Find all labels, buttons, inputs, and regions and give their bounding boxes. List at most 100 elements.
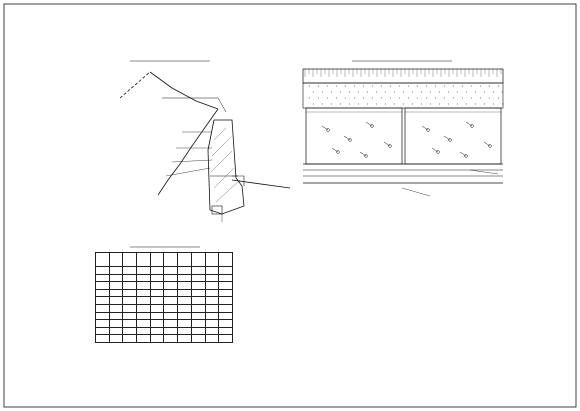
- backfill-dot: [344, 85, 346, 87]
- table-cell: [163, 281, 179, 290]
- backfill-dot: [308, 97, 310, 99]
- backfill-dot: [393, 91, 395, 93]
- weep-hole-leader: [321, 125, 329, 131]
- table-cell: [108, 303, 124, 313]
- weep-hole: [426, 128, 430, 132]
- ruler-ticks: [304, 69, 502, 77]
- table-cell: [122, 266, 138, 275]
- table-cell: [122, 273, 138, 283]
- table-cell: [177, 311, 192, 321]
- backfill-dot: [420, 91, 422, 93]
- elevation-leader: [469, 169, 499, 175]
- backfill-dot: [357, 103, 359, 105]
- table-header-cell: [190, 252, 206, 267]
- natural-slope-line: [149, 71, 219, 110]
- backfill-dots: [308, 85, 503, 105]
- backfill-dot: [492, 103, 494, 105]
- backfill-dot: [357, 91, 359, 93]
- backfill-dot: [474, 91, 476, 93]
- table-row: [95, 326, 233, 336]
- table-cell: [177, 266, 192, 275]
- table-cell: [163, 334, 179, 343]
- backfill-dot: [330, 103, 332, 105]
- backfill-dot: [501, 103, 503, 105]
- backfill-dot: [321, 103, 323, 105]
- backfill-dot: [438, 103, 440, 105]
- table-header-cell: [163, 252, 179, 267]
- notes-list: [318, 250, 560, 252]
- backfill-dot: [488, 85, 490, 87]
- backfill-dot: [362, 85, 364, 87]
- backfill-dot: [366, 103, 368, 105]
- weep-hole: [464, 154, 468, 158]
- table-cell: [177, 281, 192, 290]
- backfill-dot: [411, 103, 413, 105]
- table-cell: [163, 296, 179, 305]
- backfill-dot: [407, 85, 409, 87]
- table-cell: [177, 334, 192, 343]
- table-cell: [95, 303, 110, 313]
- weep-hole: [370, 124, 374, 128]
- backfill-dot: [461, 97, 463, 99]
- table-cell: [108, 334, 124, 343]
- backfill-dot: [429, 91, 431, 93]
- table-cell: [204, 319, 220, 328]
- table-cell: [149, 273, 165, 283]
- table-cell: [95, 326, 110, 336]
- backfill-dot: [371, 85, 373, 87]
- backfill-dot: [371, 97, 373, 99]
- weep-hole-leader: [443, 135, 451, 141]
- table-cell: [122, 311, 138, 321]
- table-row: [95, 334, 233, 343]
- weep-hole-leader: [483, 141, 491, 147]
- backfill-dot: [308, 85, 310, 87]
- table-cell: [95, 334, 110, 343]
- table-cell: [190, 296, 206, 305]
- table-cell: [204, 296, 220, 305]
- table-cell: [122, 303, 138, 313]
- table-row: [95, 296, 233, 305]
- weep-hole-leader: [421, 125, 429, 131]
- table-cell: [190, 266, 206, 275]
- backfill-dot: [483, 91, 485, 93]
- weep-hole-leader: [365, 121, 373, 127]
- table-cell: [218, 266, 233, 275]
- backfill-dot: [434, 85, 436, 87]
- backfill-dot: [501, 91, 503, 93]
- sheet-border: [3, 3, 577, 408]
- table-header-cell: [108, 252, 124, 267]
- backfill-dot: [384, 91, 386, 93]
- table-header-cell: [204, 252, 220, 267]
- table-cell: [108, 311, 124, 321]
- table-cell: [218, 311, 233, 321]
- backfill-dot: [402, 91, 404, 93]
- table-cell: [218, 319, 233, 328]
- table-cell: [190, 334, 206, 343]
- table-cell: [136, 273, 151, 283]
- table-header-cell: [95, 252, 110, 267]
- leader-top: [217, 97, 227, 113]
- wall-cross-section: [119, 71, 291, 222]
- backfill-band: [302, 82, 504, 109]
- table-cell: [136, 326, 151, 336]
- weep-hole: [470, 124, 474, 128]
- table-cell: [218, 326, 233, 336]
- backfill-dot: [317, 85, 319, 87]
- table-cell: [218, 273, 233, 283]
- backfill-dot: [353, 97, 355, 99]
- backfill-dot: [443, 85, 445, 87]
- backfill-dot: [465, 91, 467, 93]
- leader-3: [171, 159, 213, 163]
- table-cell: [177, 326, 192, 336]
- backfill-dot: [447, 91, 449, 93]
- table-cell: [122, 281, 138, 290]
- table-cell: [149, 281, 165, 290]
- table-cell: [190, 288, 206, 298]
- table-cell: [122, 326, 138, 336]
- table-header-row: [95, 252, 233, 267]
- table-cell: [190, 326, 206, 336]
- table-cell: [204, 326, 220, 336]
- table-row: [95, 303, 233, 313]
- elevation-leader-2: [401, 187, 431, 197]
